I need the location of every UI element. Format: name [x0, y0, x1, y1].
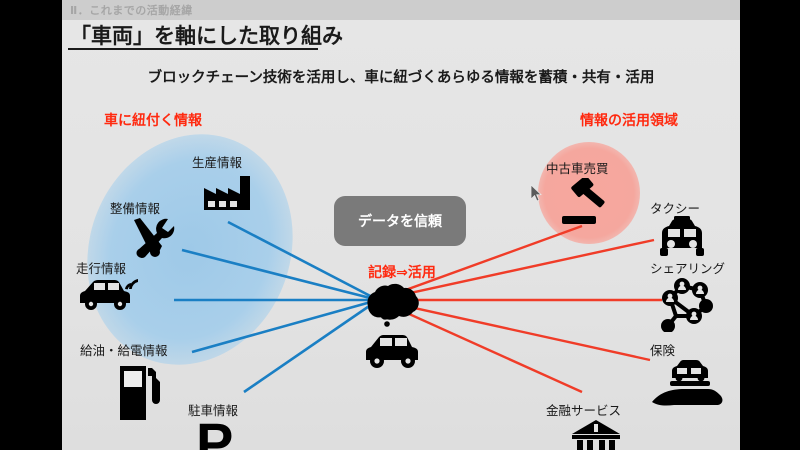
parking-p-icon: P	[196, 416, 233, 450]
gavel-icon	[562, 178, 605, 224]
trust-data-label: データを信頼	[358, 213, 442, 229]
presentation-slide: Ⅱ．これまでの活動経緯 「車両」を軸にした取り組み ブロックチェーン技術を活用し…	[62, 0, 740, 450]
node-label-sharing: シェアリング	[650, 262, 726, 276]
section-heading-right: 情報の活用領域	[580, 112, 678, 128]
slide-header-band	[62, 0, 740, 20]
section-heading-left: 車に紐付く情報	[104, 112, 202, 128]
node-label-finance: 金融サービス	[546, 404, 622, 418]
node-label-maintenance: 整備情報	[110, 202, 161, 216]
page-title: 「車両」を軸にした取り組み	[70, 25, 343, 48]
connector-lines	[174, 220, 662, 394]
svg-text:P: P	[196, 416, 233, 450]
wrench-screwdriver-icon	[134, 218, 175, 258]
node-label-driving: 走行情報	[76, 262, 127, 276]
factory-icon	[204, 176, 250, 210]
mouse-pointer-icon	[530, 184, 542, 202]
hub-label: 記録⇒活用	[368, 264, 436, 280]
trust-data-box[interactable]: データを信頼	[334, 196, 466, 246]
node-label-taxi: タクシー	[650, 202, 701, 216]
car-in-hand-icon	[652, 360, 723, 406]
title-underline	[68, 48, 318, 50]
taxi-icon	[660, 216, 704, 256]
node-label-insurance: 保険	[650, 344, 676, 358]
slide-kicker: Ⅱ．これまでの活動経緯	[70, 5, 193, 17]
cloud-over-car-icon	[366, 283, 419, 368]
node-label-refueling: 給油・給電情報	[80, 344, 168, 358]
fuel-pump-icon	[120, 366, 160, 420]
node-label-parking: 駐車情報	[188, 404, 239, 418]
slide-subtitle: ブロックチェーン技術を活用し、車に紐づくあらゆる情報を蓄積・共有・活用	[147, 70, 655, 86]
node-label-production: 生産情報	[192, 156, 243, 170]
connected-car-icon	[80, 279, 138, 310]
network-icon	[661, 278, 713, 332]
node-label-usedcar: 中古車売買	[546, 162, 609, 176]
red-connectors	[377, 224, 662, 394]
bank-icon	[572, 420, 620, 450]
blue-connectors	[174, 220, 379, 394]
